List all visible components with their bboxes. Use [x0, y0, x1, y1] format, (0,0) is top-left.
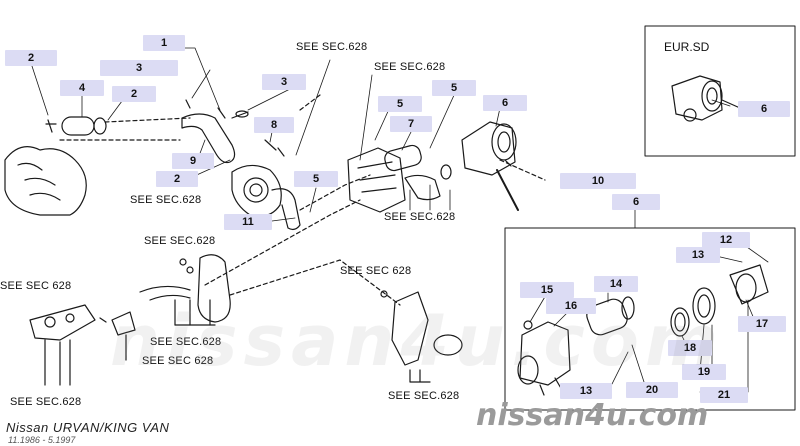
callout-10: 10 [560, 173, 636, 189]
inset-label: EUR.SD [664, 40, 710, 54]
eur-sd-part-drawing [671, 75, 741, 122]
air-chamber-drawing [347, 144, 452, 213]
see-sec-ref: SEE SEC.628 [384, 211, 456, 223]
model-years: 11.1986 - 5.1997 [8, 435, 76, 445]
lower-hose-drawing [139, 254, 231, 326]
diagram-title: Nissan URVAN/KING VAN [6, 420, 170, 435]
callout-13-b: 13 [560, 383, 612, 399]
seal-rings-drawing [670, 264, 769, 337]
callout-3: 3 [100, 60, 178, 76]
watermark-logo: nissan4u.com [476, 398, 709, 433]
see-sec-ref: SEE SEC.628 [374, 61, 446, 73]
see-sec-ref: SEE SEC 628 [340, 265, 412, 277]
callout-18: 18 [668, 340, 712, 356]
lower-left-bracket-drawing [29, 304, 136, 386]
callout-12: 12 [702, 232, 750, 248]
engine-outline [4, 146, 87, 216]
eur-sd-inset-frame [644, 25, 796, 157]
auxiliary-valve-drawing [380, 290, 463, 383]
callout-2: 2 [5, 50, 57, 66]
see-sec-ref: SEE SEC.628 [388, 390, 460, 402]
callout-4: 4 [60, 80, 104, 96]
watermark-background: nissan4u.com [110, 300, 724, 382]
see-sec-ref: SEE SEC 628 [0, 280, 72, 292]
callout-11: 11 [224, 214, 272, 230]
see-sec-ref: SEE SEC.628 [144, 235, 216, 247]
callout-5: 5 [378, 96, 422, 112]
callout-13: 13 [676, 247, 720, 263]
see-sec-ref: SEE SEC.628 [296, 41, 368, 53]
filter-14-drawing [586, 296, 635, 336]
callout-21: 21 [700, 387, 748, 403]
callout-19: 19 [682, 364, 726, 380]
air-flow-meter-drawing [461, 121, 519, 211]
callout-8: 8 [254, 117, 294, 133]
callout-6: 6 [483, 95, 527, 111]
callout-5-c: 5 [294, 171, 338, 187]
callout-1: 1 [143, 35, 185, 51]
see-sec-ref: SEE SEC.628 [130, 194, 202, 206]
callout-7: 7 [390, 116, 432, 132]
see-sec-ref: SEE SEC.628 [10, 396, 82, 408]
callout-3-b: 3 [262, 74, 306, 90]
callout-6-b: 6 [738, 101, 790, 117]
throttle-housing-drawing [231, 139, 301, 231]
callout-6-c: 6 [612, 194, 660, 210]
tube-1-drawing [181, 99, 249, 164]
callout-5-b: 5 [432, 80, 476, 96]
see-sec-ref: SEE SEC 628 [142, 355, 214, 367]
callout-2-c: 2 [156, 171, 198, 187]
callout-15: 15 [520, 282, 574, 298]
callout-14: 14 [594, 276, 638, 292]
hose-4-drawing [45, 116, 107, 136]
see-sec-ref: SEE SEC.628 [150, 336, 222, 348]
callout-20: 20 [626, 382, 678, 398]
parts-group-frame [504, 227, 796, 411]
callout-16: 16 [546, 298, 596, 314]
callout-2-b: 2 [112, 86, 156, 102]
callout-9: 9 [172, 153, 214, 169]
callout-17: 17 [738, 316, 786, 332]
